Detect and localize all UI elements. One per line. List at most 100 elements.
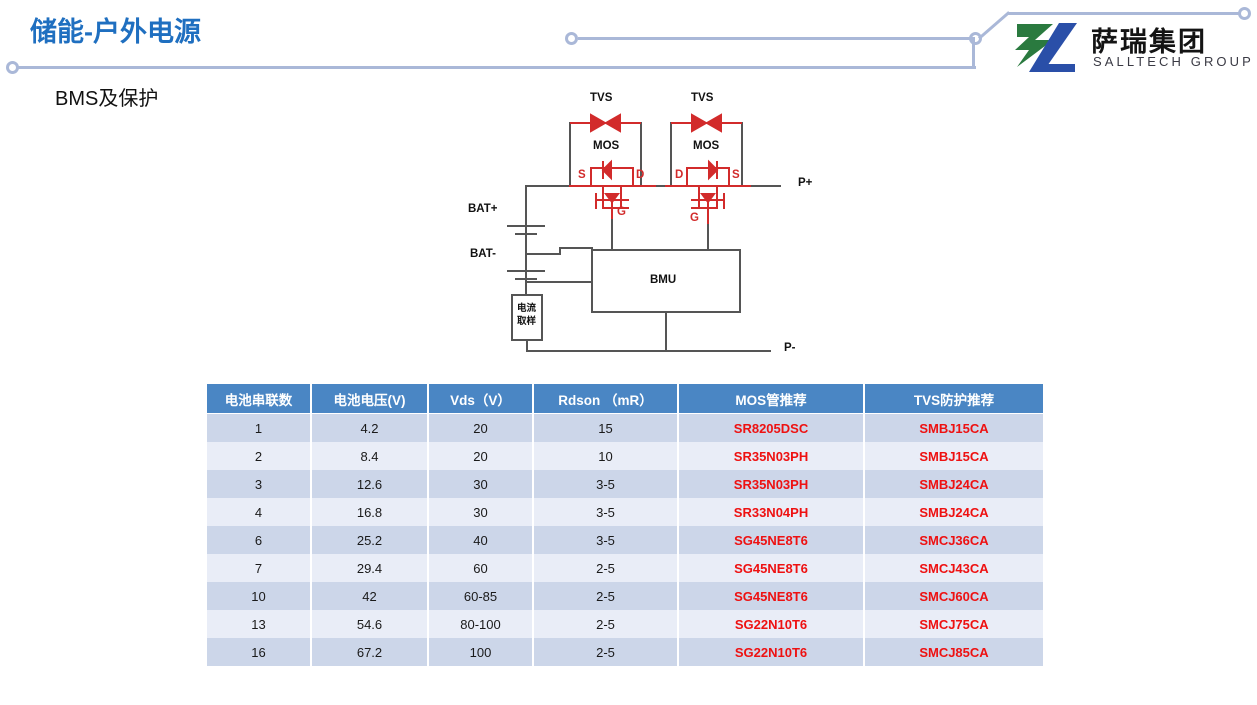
table-row: 1 4.2 20 15 SR8205DSC SMBJ15CA — [207, 413, 1043, 442]
cell-vds: 30 — [428, 498, 534, 526]
cell-series-count: 16 — [207, 638, 312, 666]
cell-battery-voltage: 4.2 — [311, 413, 429, 442]
table-row: 7 29.4 60 2-5 SG45NE8T6 SMCJ43CA — [207, 554, 1043, 582]
cell-vds: 100 — [428, 638, 534, 666]
cell-vds: 60 — [428, 554, 534, 582]
cell-tvs-part: SMCJ75CA — [864, 610, 1043, 638]
brand-name-en: SALLTECH GROUP — [1093, 54, 1254, 69]
table-row: 3 12.6 30 3-5 SR35N03PH SMBJ24CA — [207, 470, 1043, 498]
label-tvs-right: TVS — [691, 92, 714, 104]
label-tvs-left: TVS — [590, 92, 613, 104]
label-right-mos-source: S — [732, 169, 740, 181]
label-bat-plus: BAT+ — [468, 203, 498, 215]
mos-tvs-selection-table: 电池串联数 电池电压(V) Vds（V） Rdson （mR） MOS管推荐 T… — [207, 384, 1043, 666]
cell-battery-voltage: 67.2 — [311, 638, 429, 666]
cell-rdson: 2-5 — [533, 554, 679, 582]
cell-tvs-part: SMCJ43CA — [864, 554, 1043, 582]
col-header-vds: Vds（V） — [428, 384, 534, 414]
cell-mos-part: SG45NE8T6 — [678, 554, 865, 582]
col-header-series-count: 电池串联数 — [207, 384, 312, 414]
cell-mos-part: SG22N10T6 — [678, 638, 865, 666]
cell-tvs-part: SMBJ24CA — [864, 498, 1043, 526]
col-header-rdson: Rdson （mR） — [533, 384, 679, 414]
label-pack-minus: P- — [784, 342, 796, 354]
cell-tvs-part: SMCJ60CA — [864, 582, 1043, 610]
table-row: 16 67.2 100 2-5 SG22N10T6 SMCJ85CA — [207, 638, 1043, 666]
cell-series-count: 4 — [207, 498, 312, 526]
deco-line-upper — [578, 37, 976, 40]
deco-circle-mid-left — [565, 32, 578, 45]
table-row: 2 8.4 20 10 SR35N03PH SMBJ15CA — [207, 442, 1043, 470]
cell-battery-voltage: 42 — [311, 582, 429, 610]
cell-mos-part: SR35N03PH — [678, 470, 865, 498]
brand-name-cn: 萨瑞集团 — [1091, 27, 1207, 58]
cell-series-count: 6 — [207, 526, 312, 554]
cell-mos-part: SG45NE8T6 — [678, 582, 865, 610]
label-left-mos-gate: G — [617, 206, 626, 218]
deco-circle-top-right — [1238, 7, 1251, 20]
label-pack-plus: P+ — [798, 177, 813, 189]
cell-series-count: 10 — [207, 582, 312, 610]
cell-series-count: 3 — [207, 470, 312, 498]
cell-battery-voltage: 12.6 — [311, 470, 429, 498]
table-body: 1 4.2 20 15 SR8205DSC SMBJ15CA 2 8.4 20 … — [207, 413, 1043, 666]
label-shunt-line2: 取样 — [517, 316, 537, 327]
cell-mos-part: SR8205DSC — [678, 413, 865, 442]
col-header-tvs-recommend: TVS防护推荐 — [864, 384, 1043, 414]
cell-vds: 30 — [428, 470, 534, 498]
cell-mos-part: SR35N03PH — [678, 442, 865, 470]
label-right-mos-drain: D — [675, 169, 684, 181]
salltech-logo-icon — [1015, 23, 1077, 72]
label-shunt-line1: 电流 — [517, 303, 537, 314]
cell-series-count: 7 — [207, 554, 312, 582]
page-title: 储能-户外电源 — [30, 17, 201, 47]
deco-line-right-drop — [972, 37, 975, 67]
cell-vds: 20 — [428, 413, 534, 442]
cell-battery-voltage: 8.4 — [311, 442, 429, 470]
cell-battery-voltage: 16.8 — [311, 498, 429, 526]
section-subtitle: BMS及保护 — [55, 88, 159, 110]
col-header-battery-voltage: 电池电压(V) — [311, 384, 429, 414]
brand-logo: 萨瑞集团 SALLTECH GROUP — [1013, 18, 1253, 80]
label-left-mos-drain: D — [636, 169, 645, 181]
cell-battery-voltage: 25.2 — [311, 526, 429, 554]
label-left-mos-source: S — [578, 169, 586, 181]
cell-tvs-part: SMBJ15CA — [864, 413, 1043, 442]
table-row: 6 25.2 40 3-5 SG45NE8T6 SMCJ36CA — [207, 526, 1043, 554]
cell-rdson: 2-5 — [533, 638, 679, 666]
cell-tvs-part: SMBJ15CA — [864, 442, 1043, 470]
cell-battery-voltage: 54.6 — [311, 610, 429, 638]
deco-line-top-right — [1008, 12, 1245, 15]
cell-rdson: 15 — [533, 413, 679, 442]
cell-rdson: 3-5 — [533, 526, 679, 554]
cell-rdson: 2-5 — [533, 610, 679, 638]
col-header-mos-recommend: MOS管推荐 — [678, 384, 865, 414]
cell-vds: 60-85 — [428, 582, 534, 610]
cell-mos-part: SG45NE8T6 — [678, 526, 865, 554]
cell-tvs-part: SMCJ36CA — [864, 526, 1043, 554]
deco-circle-far-left — [6, 61, 19, 74]
table-row: 13 54.6 80-100 2-5 SG22N10T6 SMCJ75CA — [207, 610, 1043, 638]
cell-mos-part: SG22N10T6 — [678, 610, 865, 638]
cell-battery-voltage: 29.4 — [311, 554, 429, 582]
label-right-mos-gate: G — [690, 212, 699, 224]
label-mos-left: MOS — [593, 140, 620, 152]
cell-mos-part: SR33N04PH — [678, 498, 865, 526]
cell-tvs-part: SMCJ85CA — [864, 638, 1043, 666]
circuit-schematic-svg — [507, 113, 781, 352]
cell-series-count: 1 — [207, 413, 312, 442]
cell-rdson: 3-5 — [533, 470, 679, 498]
table-row: 10 42 60-85 2-5 SG45NE8T6 SMCJ60CA — [207, 582, 1043, 610]
cell-tvs-part: SMBJ24CA — [864, 470, 1043, 498]
label-bmu: BMU — [650, 274, 677, 286]
bms-circuit-diagram: TVS TVS MOS MOS S D G D S G BAT+ BAT- P+… — [460, 90, 860, 370]
cell-vds: 40 — [428, 526, 534, 554]
table-row: 4 16.8 30 3-5 SR33N04PH SMBJ24CA — [207, 498, 1043, 526]
table-header-row: 电池串联数 电池电压(V) Vds（V） Rdson （mR） MOS管推荐 T… — [207, 384, 1043, 414]
cell-series-count: 2 — [207, 442, 312, 470]
cell-series-count: 13 — [207, 610, 312, 638]
cell-rdson: 2-5 — [533, 582, 679, 610]
deco-line-lower — [18, 66, 976, 69]
deco-line-diagonal — [978, 11, 1011, 40]
label-bat-minus: BAT- — [470, 248, 496, 260]
